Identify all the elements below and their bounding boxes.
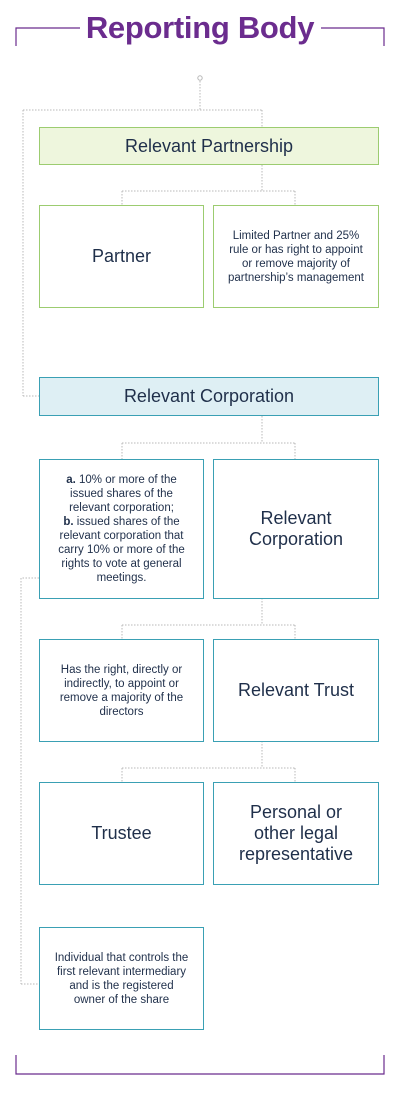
shares-criteria-b-text: issued shares of the relevant corporatio… [58,516,185,584]
personal-representative-box: Personal or other legal representative [213,782,379,885]
relevant-corporation-box: Relevant Corporation [213,459,379,599]
individual-controls-box: Individual that controls the first relev… [39,927,204,1030]
limited-partner-box: Limited Partner and 25% rule or has righ… [213,205,379,308]
relevant-trust-box: Relevant Trust [213,639,379,742]
shares-criteria-b: b. issued shares of the relevant corpora… [52,515,191,585]
relevant-corporation-header-box: Relevant Corporation [39,377,379,416]
shares-criteria-a-text: 10% or more of the issued shares of the … [69,474,177,514]
trustee-box: Trustee [39,782,204,885]
shares-criteria-a: a. 10% or more of the issued shares of t… [52,473,191,515]
right-to-appoint-box: Has the right, directly or indirectly, t… [39,639,204,742]
shares-criteria-text: a. 10% or more of the issued shares of t… [52,473,191,585]
connectors [20,75,296,985]
relevant-partnership-box: Relevant Partnership [39,127,379,165]
shares-criteria-b-marker: b. [63,516,74,528]
partner-box: Partner [39,205,204,308]
frame [15,27,385,1075]
shares-criteria-a-marker: a. [66,474,76,486]
shares-criteria-box: a. 10% or more of the issued shares of t… [39,459,204,599]
page-title: Reporting Body [85,10,315,45]
